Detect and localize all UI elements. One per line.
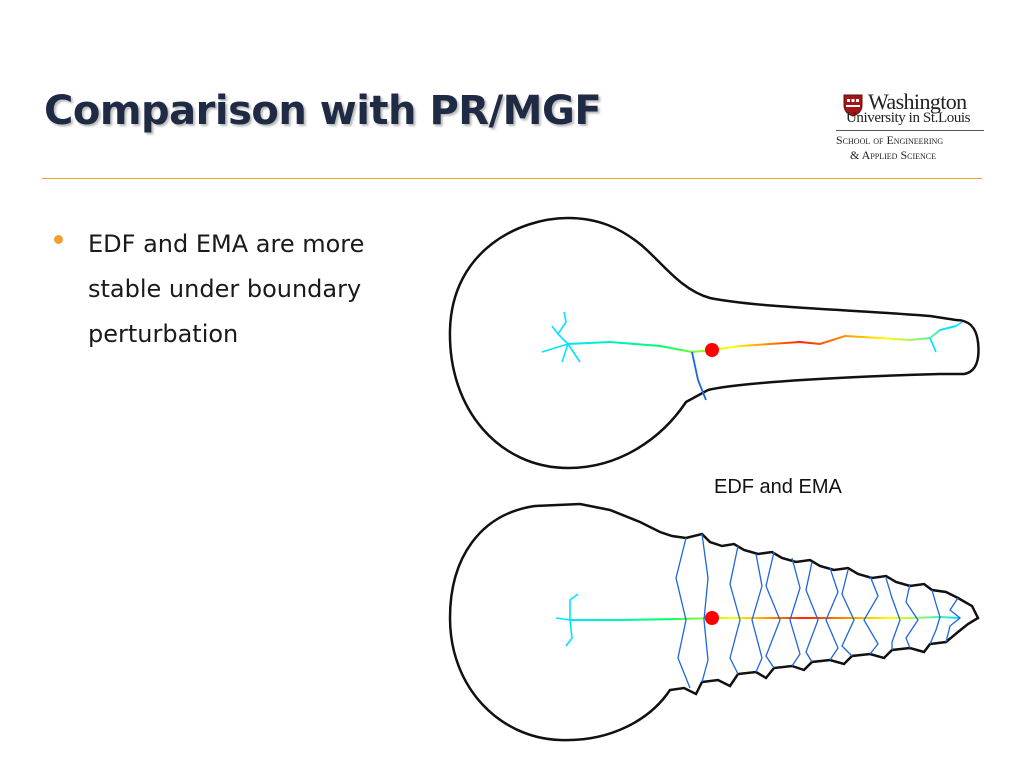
medial-axis-spur-left-bottom bbox=[555, 593, 579, 647]
bullet-dot-icon bbox=[54, 235, 63, 244]
medial-axis-branch-lower bbox=[691, 351, 707, 401]
logo-text-university: University in St.Louis bbox=[846, 110, 971, 126]
medial-axis-spur-left bbox=[541, 311, 581, 363]
logo-text-school: School of Engineering bbox=[836, 133, 944, 147]
smooth-shape-figure bbox=[448, 216, 980, 470]
title-divider bbox=[42, 178, 982, 179]
slide-title: Comparison with PR/MGF bbox=[44, 88, 602, 134]
center-point-top bbox=[705, 343, 719, 357]
figure-caption: EDF and EMA bbox=[714, 476, 842, 498]
logo-text-science: & Applied Science bbox=[850, 148, 937, 162]
university-logo: Washington University in St.Louis School… bbox=[832, 89, 988, 164]
perturbed-shape-outline bbox=[448, 502, 980, 742]
medial-axis-serration-branches bbox=[675, 533, 962, 689]
logo-text-washington: Washington bbox=[868, 89, 967, 114]
center-point-bottom bbox=[705, 611, 719, 625]
bullet-item: EDF and EMA are more stable under bounda… bbox=[52, 222, 432, 357]
medial-axis-spur-right bbox=[929, 321, 963, 353]
bullet-list: EDF and EMA are more stable under bounda… bbox=[52, 222, 432, 357]
logo-divider bbox=[836, 130, 984, 131]
bullet-text: EDF and EMA are more stable under bounda… bbox=[88, 230, 365, 348]
perturbed-shape-figure bbox=[448, 502, 980, 742]
smooth-shape-outline bbox=[448, 216, 980, 470]
shield-icon bbox=[843, 94, 863, 117]
medial-axis-main bbox=[567, 325, 957, 354]
skeleton-figures bbox=[448, 216, 980, 742]
medial-axis-main-bottom bbox=[570, 615, 961, 621]
